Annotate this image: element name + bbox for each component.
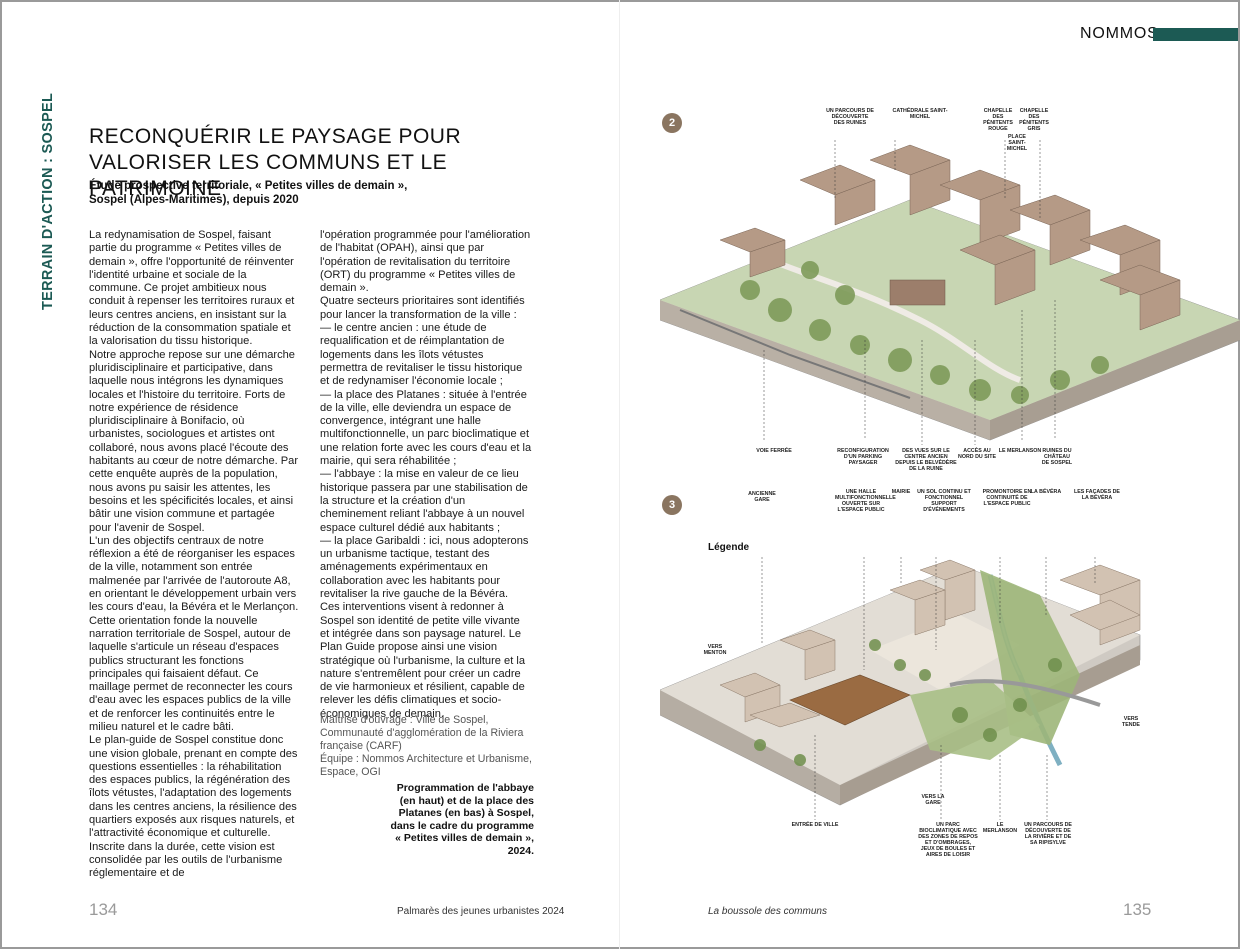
figure-3-badge: 3 [662, 495, 682, 515]
credit-team: Équipe : Nommos Architecture et Urbanism… [320, 753, 532, 778]
label-vers-menton: VERS MENTON [703, 644, 727, 656]
label-bevera: LA BÉVÉRA [1030, 489, 1062, 495]
footer-left: Palmarès des jeunes urbanistes 2024 [397, 906, 565, 917]
footer-right: La boussole des communs [708, 906, 827, 917]
label-chapelle-gris: CHAPELLE DES PÉNITENTS GRIS [1019, 108, 1049, 132]
subtitle-line-2: Sospel (Alpes-Maritimes), depuis 2020 [89, 194, 299, 206]
page-number-left: 134 [89, 900, 118, 919]
label-mairie: MAIRIE [891, 489, 911, 495]
label-merlanson-3: LE MERLANSON [982, 822, 1018, 834]
paragraph: Le plan-guide de Sospel constitue donc u… [89, 734, 298, 880]
label-ancienne-gare: ANCIENNE GARE [748, 491, 776, 503]
project-credits: Maîtrise d'ouvrage : Ville de Sospel, Co… [320, 714, 535, 779]
paragraph: l'opération programmée pour l'améliorati… [320, 229, 531, 295]
list-item: — le centre ancien : une étude de requal… [320, 322, 523, 388]
label-parcours-riviere: UN PARCOURS DE DÉCOUVERTE DE LA RIVIÈRE … [1024, 822, 1072, 846]
legend-title: Légende [708, 542, 750, 553]
paragraph: L'un des objectifs centraux de notre réf… [89, 534, 299, 733]
figure-3-illustration [660, 555, 1141, 820]
credit-client: Maîtrise d'ouvrage : Ville de Sospel, Co… [320, 714, 524, 752]
list-item: — la place des Platanes : située à l'ent… [320, 388, 532, 468]
label-place-saint-michel: PLACE SAINT-MICHEL [1006, 134, 1028, 152]
paragraph: Ces interventions visent à redonner à So… [320, 601, 526, 720]
label-voie-ferree: VOIE FERRÉE [756, 448, 792, 454]
label-parc-bioclimatique: UN PARC BIOCLIMATIQUE AVEC DES ZONES DE … [918, 822, 978, 858]
paragraph: Notre approche repose sur une démarche p… [89, 348, 299, 534]
label-merlanson: LE MERLANSON [998, 448, 1042, 454]
label-parcours-ruines: UN PARCOURS DE DÉCOUVERTE DES RUINES [826, 108, 874, 126]
list-item: — l'abbaye : la mise en valeur de ce lie… [320, 468, 528, 534]
label-vers-tende: VERS TENDE [1122, 716, 1140, 728]
section-tab-label: TERRAIN D'ACTION : SOSPEL [40, 92, 56, 310]
label-promontoire: PROMONTOIRE EN CONTINUITÉ DE L'ESPACE PU… [982, 489, 1032, 507]
brand-name: NOMMOS [1080, 25, 1159, 42]
page-gutter [619, 0, 620, 949]
article-title: Reconquérir le paysage pour valoriser le… [89, 125, 462, 200]
label-ruines-chateau: RUINES DU CHÂTEAU DE SOSPEL [1041, 448, 1073, 466]
paragraph: Quatre secteurs prioritaires sont identi… [320, 295, 525, 321]
label-sol-continu: UN SOL CONTINU ET FONCTIONNEL SUPPORT D'… [917, 489, 971, 513]
figure-2-badge: 2 [662, 113, 682, 133]
body-column-1: La redynamisation de Sospel, faisant par… [89, 229, 299, 881]
label-vues-centre: DES VUES SUR LE CENTRE ANCIEN DEPUIS LE … [895, 448, 957, 472]
brand-bar [1153, 28, 1238, 41]
section-tab: TERRAIN D'ACTION : SOSPEL [40, 92, 60, 310]
label-acces-nord: ACCÈS AU NORD DU SITE [958, 448, 996, 460]
label-halle: UNE HALLE MULTIFONCTIONNELLE OUVERTE SUR… [835, 489, 896, 513]
figure-caption: Programmation de l'abbaye (en haut) et d… [390, 782, 534, 857]
label-cathedrale: CATHÉDRALE SAINT-MICHEL [892, 108, 948, 120]
article-subtitle: Étude prospective territoriale, « Petite… [89, 179, 409, 207]
body-column-2: l'opération programmée pour l'améliorati… [320, 229, 532, 721]
label-parking-paysager: RECONFIGURATION D'UN PARKING PAYSAGER [837, 448, 889, 466]
label-chapelle-rouge: CHAPELLE DES PÉNITENTS ROUGE [983, 108, 1013, 132]
label-vers-la-gare: VERS LA GARE [921, 794, 945, 806]
label-entree-ville: ENTRÉE DE VILLE [791, 822, 839, 828]
paragraph: La redynamisation de Sospel, faisant par… [89, 229, 295, 348]
list-item: — la place Garibaldi : ici, nous adopter… [320, 534, 529, 601]
label-facades-bevera: LES FAÇADES DE LA BÉVÉRA [1074, 489, 1120, 501]
subtitle-line-1: Étude prospective territoriale, « Petite… [89, 180, 408, 192]
page-number-right: 135 [1123, 900, 1152, 919]
figure-2-illustration [660, 140, 1240, 445]
